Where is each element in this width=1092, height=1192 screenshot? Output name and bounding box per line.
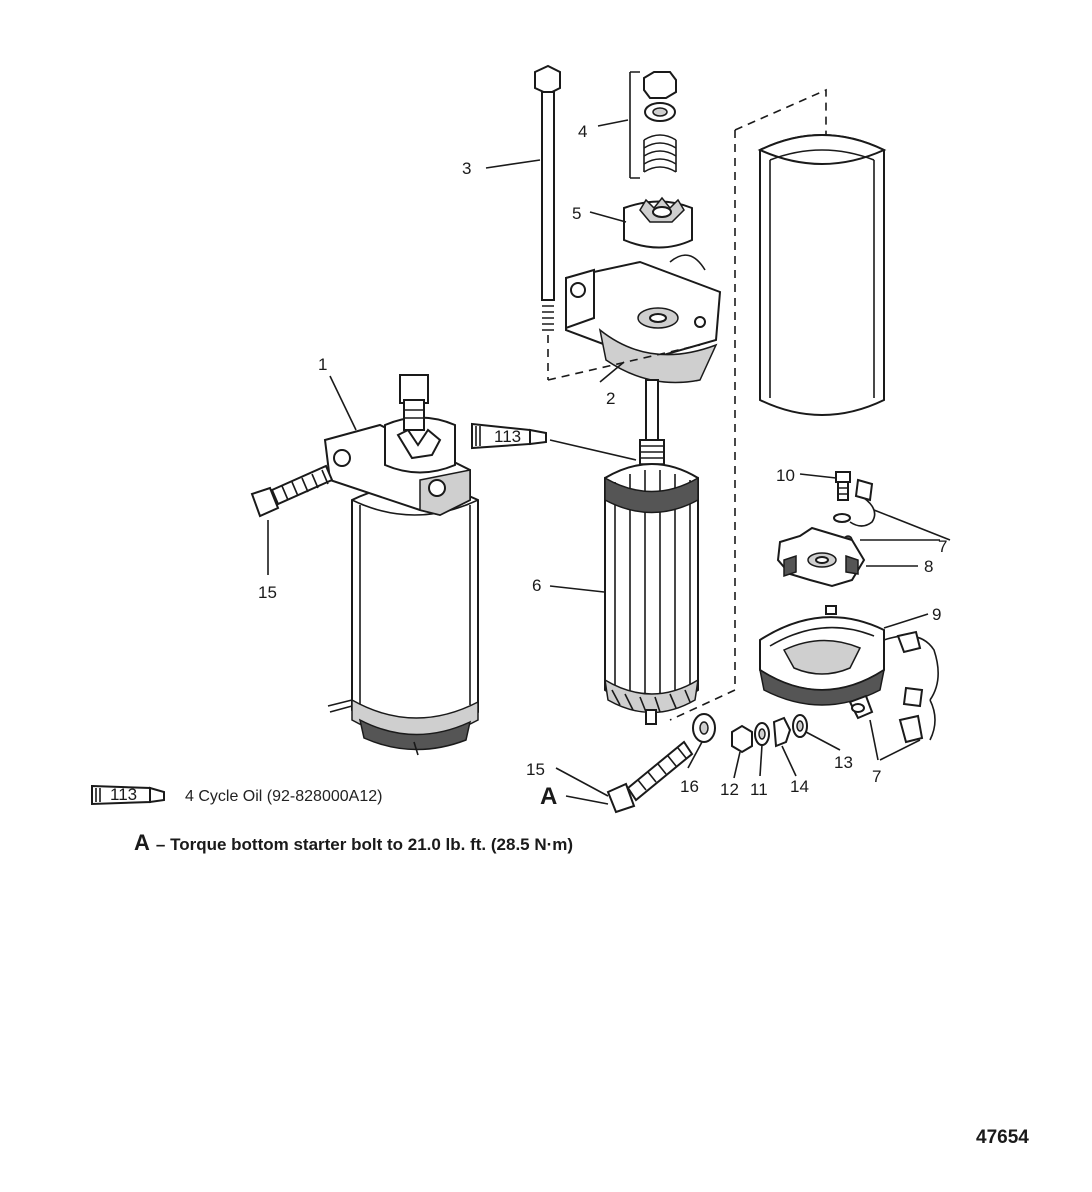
brush-plate-8 (776, 526, 866, 588)
washer-16 (692, 713, 716, 743)
callout-3: 3 (462, 159, 471, 178)
callout-5: 5 (572, 204, 581, 223)
tube-label: 113 (494, 427, 521, 446)
legend-tube-icon: 113 (91, 784, 165, 806)
callout-6: 6 (532, 576, 541, 595)
brush-7-lower (848, 694, 874, 720)
note-letter: A (134, 830, 150, 855)
callout-4: 4 (578, 122, 587, 141)
callout-2: 2 (606, 389, 615, 408)
callout-8: 8 (924, 557, 933, 576)
insulator-14 (772, 716, 792, 748)
legend-lubricant-text: 4 Cycle Oil (92-828000A12) (185, 788, 383, 805)
brush-lead-7-upper (833, 478, 876, 545)
callout-11: 11 (750, 780, 768, 799)
bolt-15-upper (250, 464, 334, 518)
callout-15-lower: 15 (526, 760, 545, 779)
drive-end-cap-2 (565, 254, 722, 384)
callout-7-upper: 7 (938, 537, 947, 556)
nut-12 (731, 724, 753, 754)
callout-1: 1 (318, 355, 327, 374)
callout-A: A (540, 783, 557, 810)
callout-9: 9 (932, 605, 941, 624)
callout-15-upper: 15 (258, 583, 277, 602)
callout-7-lower: 7 (872, 767, 881, 786)
note-text: – Torque bottom starter bolt to 21.0 lb.… (155, 835, 574, 854)
starter-motor-assembly (323, 374, 479, 756)
legend-tube-label: 113 (110, 785, 137, 804)
armature-6 (604, 379, 699, 725)
brush-screw-10 (835, 471, 851, 501)
drive-pinion-5 (623, 196, 693, 249)
callouts: 1 2 3 4 5 6 7 7 8 9 10 11 12 13 14 15 15… (258, 122, 947, 810)
bolt-15-lower (606, 740, 694, 814)
callout-12: 12 (720, 780, 739, 799)
lockwasher-11 (754, 722, 770, 746)
leader-lines (267, 119, 951, 805)
figure-number: 47654 (976, 1127, 1029, 1148)
callout-16: 16 (680, 777, 699, 796)
nut-washer-spring-4 (629, 71, 677, 179)
callout-10: 10 (776, 466, 795, 485)
callout-14: 14 (790, 777, 809, 796)
washer-13 (792, 714, 808, 738)
end-cap-9 (758, 605, 939, 744)
lubricant-tube-113: 113 (471, 422, 637, 461)
field-frame-housing (757, 134, 887, 416)
through-bolt-3 (534, 64, 561, 380)
torque-note: A – Torque bottom starter bolt to 21.0 lb… (134, 830, 573, 856)
callout-13: 13 (834, 753, 853, 772)
